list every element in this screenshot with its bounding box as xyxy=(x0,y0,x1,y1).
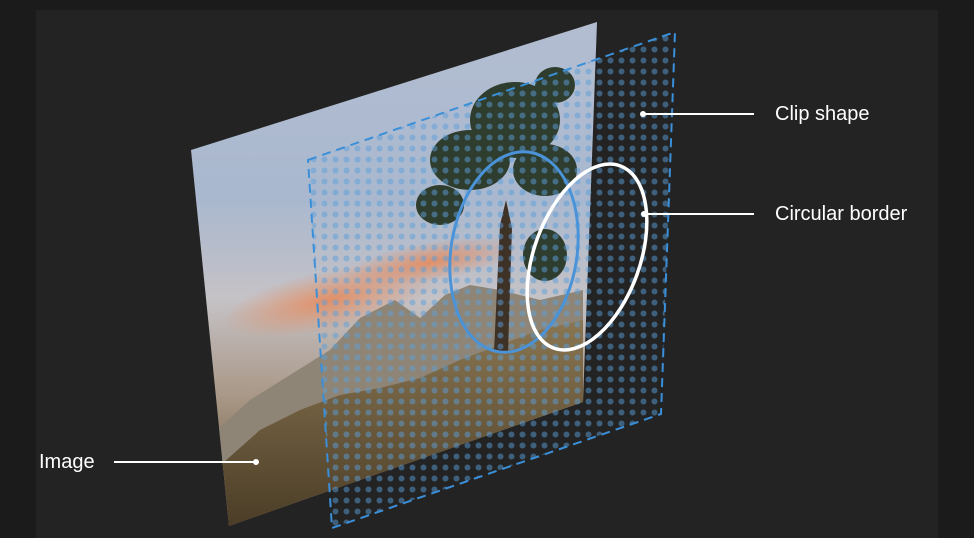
image-label: Image xyxy=(39,451,95,473)
circular-border-label: Circular border xyxy=(775,203,908,225)
clip-shape-plane xyxy=(306,30,677,530)
circular-border-ring xyxy=(525,162,649,352)
leader-lines xyxy=(114,111,754,465)
clip-shape-label: Clip shape xyxy=(775,103,870,125)
